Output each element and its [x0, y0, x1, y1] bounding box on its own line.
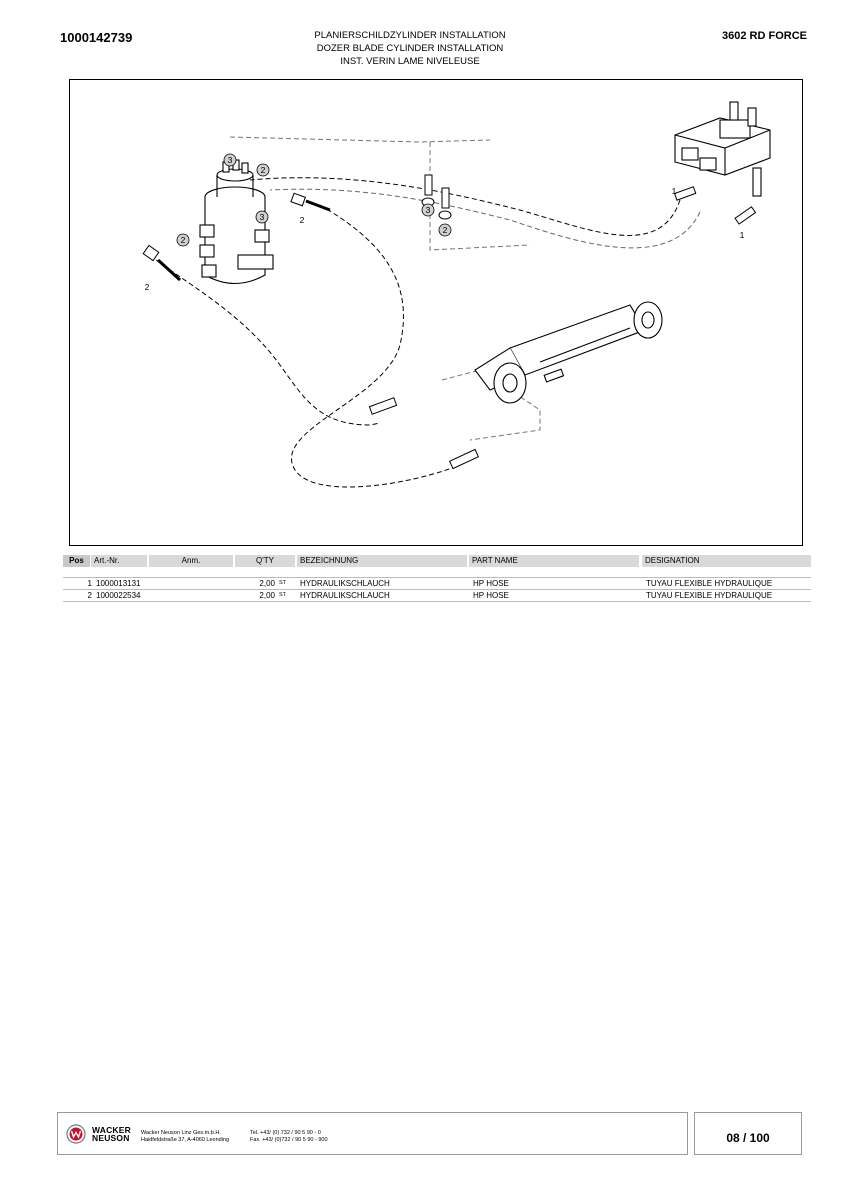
callout-2-e: 2 — [300, 215, 305, 225]
wacker-neuson-logo-icon — [66, 1124, 86, 1144]
company-name: Wacker Neuson Linz Ges.m.b.H. — [141, 1130, 221, 1136]
document-number: 1000142739 — [60, 30, 133, 45]
telephone: Tel. +43/ (0) 732 / 90 5 90 - 0 — [250, 1130, 321, 1136]
rotary-union — [199, 159, 274, 284]
header-part-name: PART NAME — [469, 555, 639, 567]
callout-3-c: 3 — [426, 205, 431, 215]
cell-part-name: HP HOSE — [473, 579, 509, 588]
brand-name: WACKER NEUSON — [92, 1125, 131, 1143]
callout-2-d: 2 — [145, 282, 150, 292]
company-address: Wacker Neuson Linz Ges.m.b.H. Haidfeldst… — [141, 1130, 229, 1144]
page-title: PLANIERSCHILDZYLINDER INSTALLATION DOZER… — [210, 29, 610, 68]
callout-3-a: 3 — [228, 155, 233, 165]
cell-pos: 1 — [87, 579, 92, 588]
cell-qty: 2,00 — [259, 579, 275, 588]
page-number: 08 / 100 — [726, 1131, 770, 1145]
header-bezeichnung: BEZEICHNUNG — [297, 555, 467, 567]
header-designation: DESIGNATION — [642, 555, 811, 567]
header-qty: Q'TY — [235, 555, 295, 567]
title-french: INST. VERIN LAME NIVELEUSE — [340, 56, 480, 67]
brand-line-2: NEUSON — [92, 1133, 130, 1143]
table-row: 1 1000013131 2,00 ST HYDRAULIKSCHLAUCH H… — [63, 577, 811, 590]
cell-unit: ST — [279, 580, 287, 586]
header-pos: Pos — [63, 555, 90, 567]
footer: WACKER NEUSON Wacker Neuson Linz Ges.m.b… — [57, 1112, 688, 1155]
brand-line-1: WACKER — [92, 1125, 131, 1135]
street-address: Haidfeldstraße 37, A-4060 Leonding — [141, 1137, 230, 1143]
fax: Fax. +43/ (0)732 / 90 5 90 - 900 — [250, 1137, 328, 1143]
cell-bezeichnung: HYDRAULIKSCHLAUCH — [300, 591, 390, 600]
page-number-box: 08 / 100 — [694, 1112, 802, 1155]
cell-part-name: HP HOSE — [473, 591, 509, 600]
parts-table-body: 1 1000013131 2,00 ST HYDRAULIKSCHLAUCH H… — [63, 577, 811, 602]
cell-pos: 2 — [87, 591, 92, 600]
title-english: DOZER BLADE CYLINDER INSTALLATION — [316, 43, 504, 54]
header-art-nr: Art.-Nr. — [91, 555, 147, 567]
cell-bezeichnung: HYDRAULIKSCHLAUCH — [300, 579, 390, 588]
cell-designation: TUYAU FLEXIBLE HYDRAULIQUE — [646, 591, 773, 600]
table-row: 2 1000022534 2,00 ST HYDRAULIKSCHLAUCH H… — [63, 590, 811, 602]
callout-1-b: 1 — [740, 230, 745, 240]
cell-qty: 2,00 — [259, 591, 275, 600]
control-valve — [674, 101, 771, 197]
cell-art-nr: 1000022534 — [96, 591, 141, 600]
title-german: PLANIERSCHILDZYLINDER INSTALLATION — [314, 30, 506, 41]
callout-2-c: 2 — [443, 225, 448, 235]
callout-2-b: 2 — [181, 235, 186, 245]
parts-table-header: Pos Art.-Nr. Anm. Q'TY BEZEICHNUNG PART … — [63, 555, 811, 567]
company-contact: Tel. +43/ (0) 732 / 90 5 90 - 0 Fax. +43… — [250, 1130, 328, 1144]
exploded-drawing: 3 2 3 2 3 2 2 2 1 1 — [69, 79, 803, 546]
callout-1-a: 1 — [672, 186, 677, 196]
cell-designation: TUYAU FLEXIBLE HYDRAULIQUE — [646, 579, 773, 588]
drawing-svg: 3 2 3 2 3 2 2 2 1 1 — [142, 101, 771, 488]
callout-3-b: 3 — [260, 212, 265, 222]
callout-2-a: 2 — [261, 165, 266, 175]
cell-unit: ST — [279, 592, 287, 598]
cell-art-nr: 1000013131 — [96, 579, 141, 588]
header-anm: Anm. — [149, 555, 233, 567]
hydraulic-cylinder — [474, 301, 663, 404]
machine-model: 3602 RD FORCE — [722, 30, 807, 42]
